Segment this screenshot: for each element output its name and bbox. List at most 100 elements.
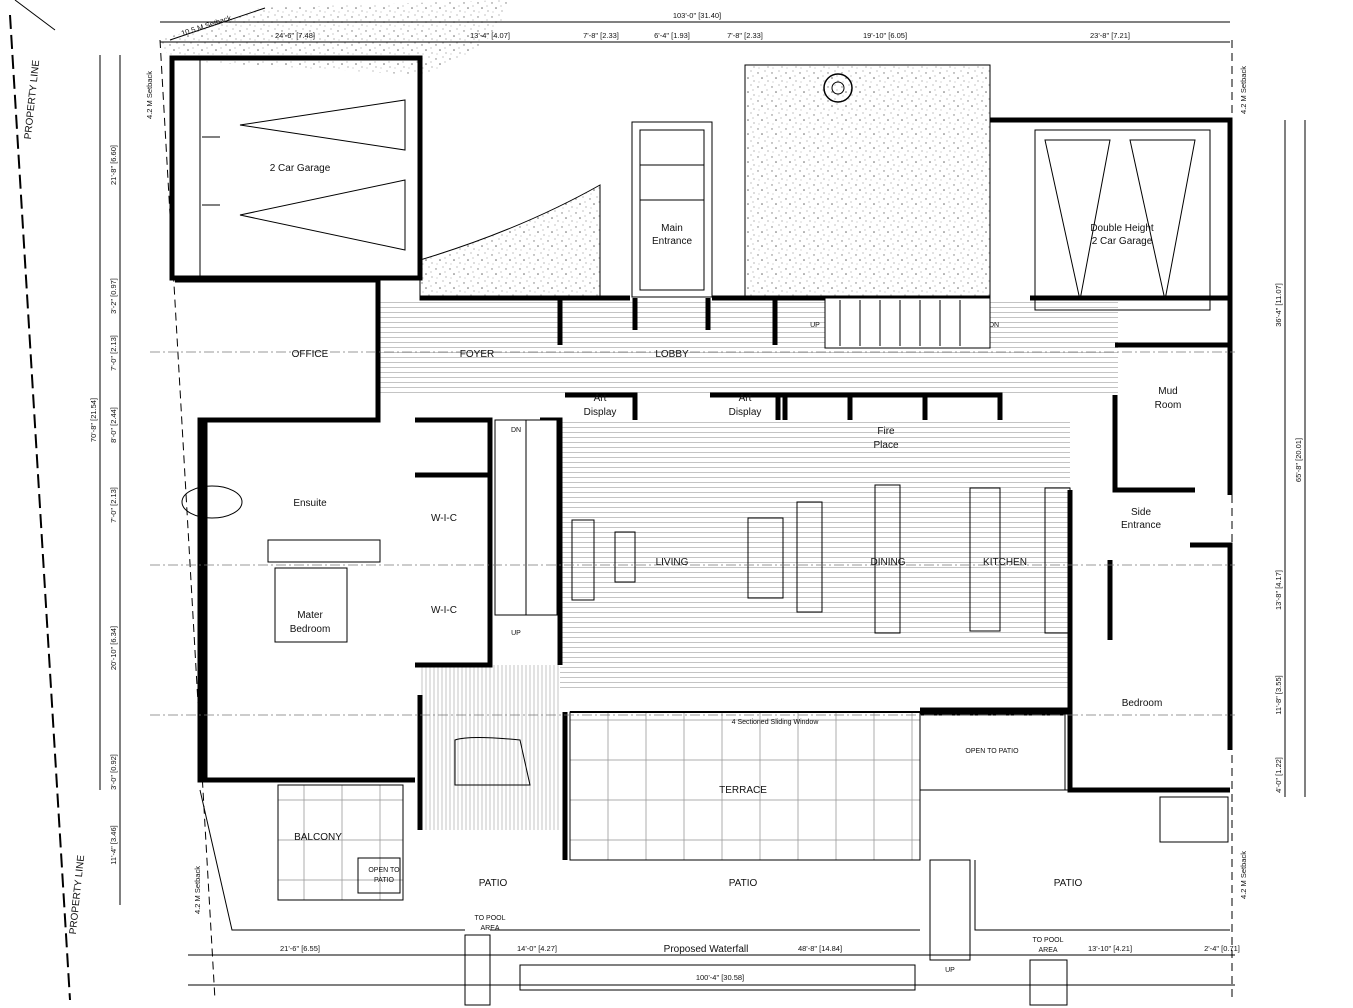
dim-right: 13'-8" [4.17]: [1274, 570, 1283, 610]
dim-bottom: 48'-8" [14.84]: [798, 944, 842, 953]
room-label-terrace: TERRACE: [719, 785, 767, 796]
piano: [454, 737, 531, 786]
dim-top: 7'-8" [2.33]: [727, 31, 763, 40]
room-label-patio-right: PATIO: [1054, 878, 1083, 889]
dim-top: 24'-6" [7.48]: [275, 31, 315, 40]
room-label-fireplace-2: Place: [873, 440, 898, 451]
room-label-balcony: BALCONY: [294, 832, 342, 843]
room-label-dining: DINING: [871, 557, 906, 568]
room-label-office: OFFICE: [292, 349, 329, 360]
room-label-art-display-b: Art: [739, 393, 752, 404]
kitchen-island: [969, 487, 1001, 632]
stair-up-label: UP: [810, 322, 820, 329]
dim-left: 20'-10" [6.34]: [109, 626, 118, 670]
room-label-ensuite: Ensuite: [293, 498, 327, 509]
coffee-table: [614, 531, 636, 583]
room-label-side-entrance: Side: [1131, 507, 1151, 518]
dim-top: 13'-4" [4.07]: [470, 31, 510, 40]
dim-right-overall: 65'-8" [20.01]: [1294, 438, 1303, 482]
room-label-art-display: Art: [594, 393, 607, 404]
room-label-mud-room-2: Room: [1155, 400, 1182, 411]
stair-pool-right[interactable]: [1029, 959, 1068, 1006]
dim-left-overall: 70'-8" [21.54]: [89, 398, 98, 442]
stair-dn-label: DN: [989, 322, 999, 329]
right-garage-cars: [1044, 139, 1196, 301]
room-label-patio-left: PATIO: [479, 878, 508, 889]
setback-label-left-2: 4.2 M Setback: [193, 866, 202, 914]
room-label-patio-center: PATIO: [729, 878, 758, 889]
room-label-wic-2: W-I-C: [431, 605, 457, 616]
dim-top-overall: 103'-0" [31.40]: [673, 11, 721, 20]
room-label-master-bedroom-2: Bedroom: [290, 624, 331, 635]
property-line: [9, 14, 71, 1001]
room-label-open-to-patio-balcony: OPEN TO: [368, 867, 400, 874]
room-label-main-entrance: Main: [661, 223, 683, 234]
dim-left: 11'-4" [3.46]: [109, 825, 118, 864]
room-label-master-bedroom: Mater: [297, 610, 323, 621]
dim-bottom: 21'-6" [6.55]: [280, 944, 320, 953]
property-line-label: PROPERTY LINE: [23, 59, 42, 140]
main-entrance-steps: [631, 121, 713, 298]
landscape-top: [160, 0, 510, 75]
room-label-foyer: FOYER: [460, 349, 494, 360]
piano-floor: [420, 665, 560, 830]
room-label-art-display-2: Display: [584, 407, 617, 418]
dim-left: 7'-0" [2.13]: [109, 487, 118, 523]
island: [747, 517, 784, 599]
dim-top: 19'-10" [6.05]: [863, 31, 907, 40]
dim-bottom-overall: 100'-4" [30.58]: [696, 973, 744, 982]
sliding-window-label: 4 Sectioned Sliding Window: [732, 719, 820, 726]
living-floor: [560, 420, 1070, 690]
room-label-living: LIVING: [656, 557, 689, 568]
dim-right: 11'-8" [3.55]: [1274, 675, 1283, 714]
room-label-double-garage: Double Height: [1090, 223, 1154, 234]
tree-icon: [823, 73, 853, 103]
room-label-art-display-b2: Display: [729, 407, 762, 418]
setback-label-right-2: 4.2 M Setback: [1239, 851, 1248, 899]
to-pool-label-2: AREA: [480, 925, 499, 932]
setback-label-right: 4.2 M Setback: [1239, 66, 1248, 114]
bathtub: [181, 485, 243, 519]
stair-pool-left[interactable]: [464, 934, 491, 1006]
dim-right: 36'-4" [11.07]: [1274, 283, 1283, 327]
stair-dn-label-2: DN: [511, 427, 521, 434]
room-label-garage: 2 Car Garage: [270, 163, 331, 174]
waterfall: [519, 964, 916, 991]
room-label-open-to-patio-balcony-2: PATIO: [374, 877, 395, 884]
sofa-2: [796, 501, 823, 613]
dim-top: 23'-8" [7.21]: [1090, 31, 1130, 40]
dim-bottom: 13'-10" [4.21]: [1088, 944, 1132, 953]
foyer-lobby-floor: [378, 300, 1118, 395]
dim-bottom: 14'-0" [4.27]: [517, 944, 557, 953]
terrace-floor: [569, 711, 921, 861]
dining-table: [874, 484, 901, 634]
balcony-floor: [277, 784, 404, 901]
room-label-open-to-patio: OPEN TO PATIO: [965, 748, 1019, 755]
room-label-double-garage-2: 2 Car Garage: [1092, 236, 1153, 247]
west-walls: [175, 277, 415, 783]
dim-left: 3'-0" [0.92]: [109, 754, 118, 790]
room-label-kitchen: KITCHEN: [983, 557, 1027, 568]
room-label-mud-room: Mud: [1158, 386, 1177, 397]
room-label-wic-1: W-I-C: [431, 513, 457, 524]
kitchen-counter: [1044, 487, 1071, 634]
room-label-side-entrance-2: Entrance: [1121, 520, 1161, 531]
setback-line-left: [159, 39, 216, 1001]
bed: [274, 567, 348, 643]
patio-outline: [199, 789, 1230, 931]
dim-left: 7'-0" [2.13]: [109, 335, 118, 371]
stair-main[interactable]: [824, 297, 991, 349]
dim-bottom: 2'-4" [0.71]: [1204, 944, 1240, 953]
room-label-fireplace: Fire: [877, 426, 895, 437]
to-pool-label-right: TO POOL: [1033, 937, 1064, 944]
dim-left: 21'-8" [6.60]: [109, 145, 118, 185]
dim-top: 6'-4" [1.93]: [654, 31, 690, 40]
to-pool-label: TO POOL: [475, 915, 506, 922]
stair-patio[interactable]: [929, 859, 971, 961]
waterfall-label: Proposed Waterfall: [664, 944, 749, 955]
room-label-main-entrance-2: Entrance: [652, 236, 692, 247]
dim-left: 3'-2" [0.97]: [109, 278, 118, 314]
courtyard-gravel: [744, 64, 991, 301]
